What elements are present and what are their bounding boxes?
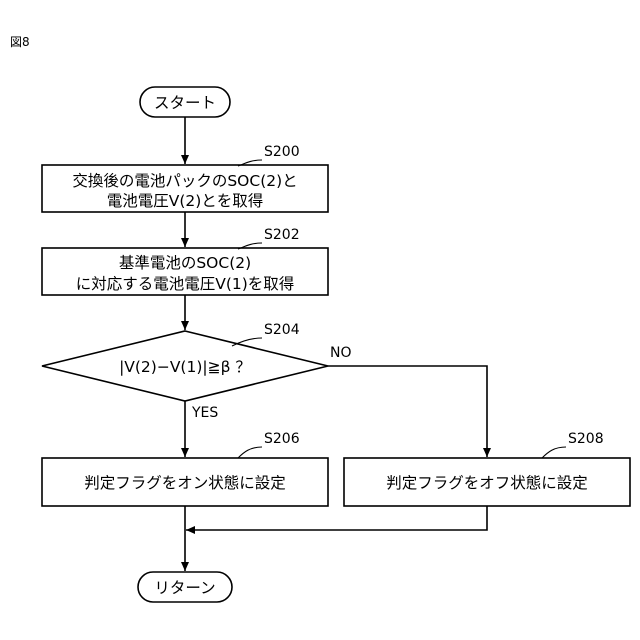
process-box-s208: 判定フラグをオフ状態に設定 (344, 458, 630, 506)
s200-line-1: 交換後の電池パックのSOC(2)と (72, 172, 297, 190)
step-label-s202: S202 (264, 227, 300, 243)
s206-text: 判定フラグをオン状態に設定 (84, 474, 286, 492)
decision-diamond-s204: |V(2)−V(1)|≧β ？ (42, 331, 328, 401)
start-terminal: スタート (140, 87, 230, 117)
end-label: リターン (154, 579, 215, 597)
end-terminal: リターン (138, 572, 232, 602)
s208-leader (542, 447, 566, 458)
step-label-s208: S208 (568, 431, 604, 447)
s204-condition: |V(2)−V(1)|≧β ？ (119, 358, 251, 376)
start-label: スタート (154, 94, 216, 112)
step-label-s200: S200 (264, 144, 300, 160)
figure-label: 図8 (10, 35, 30, 49)
s202-line-1: 基準電池のSOC(2) (119, 254, 251, 272)
process-box-s200: 交換後の電池パックのSOC(2)と 電池電圧V(2)とを取得 (42, 165, 328, 212)
yes-label: YES (191, 405, 218, 421)
no-label: NO (330, 345, 352, 361)
s202-line-2: に対応する電池電圧V(1)を取得 (76, 275, 295, 293)
arrow-s208-merge (186, 506, 487, 530)
s208-text: 判定フラグをオフ状態に設定 (386, 474, 588, 492)
s206-leader (238, 447, 262, 458)
s200-line-2: 電池電圧V(2)とを取得 (107, 192, 264, 210)
process-box-s202: 基準電池のSOC(2) に対応する電池電圧V(1)を取得 (42, 248, 328, 295)
arrow-no-to-s208 (328, 366, 487, 457)
step-label-s204: S204 (264, 322, 300, 338)
step-label-s206: S206 (264, 431, 300, 447)
process-box-s206: 判定フラグをオン状態に設定 (42, 458, 328, 506)
